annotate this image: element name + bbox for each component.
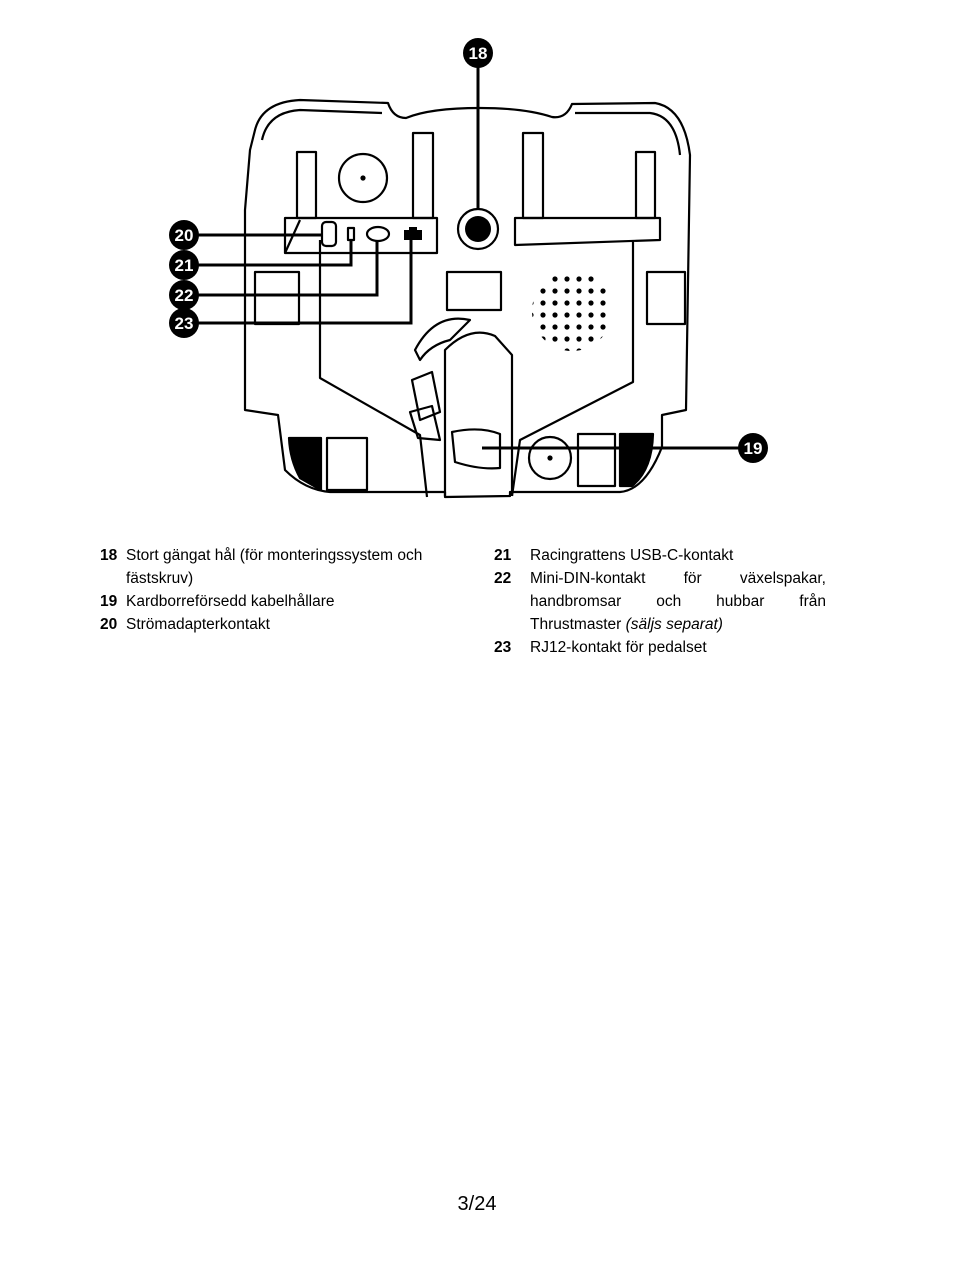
svg-text:18: 18 [469,44,488,63]
page-number: 3/24 [457,1193,497,1215]
callout-20: 20 [169,220,199,250]
callout-21: 21 [169,250,199,280]
legend-text: Strömadapterkontakt [126,616,270,633]
rj12-port [404,230,422,240]
legend-italic-note: (säljs separat) [625,616,723,633]
legend-text: Stort gängat hål (för monteringssystem o… [126,547,423,587]
legend-number: 20 [100,616,118,633]
legend-number: 23 [494,639,512,656]
svg-text:20: 20 [175,226,194,245]
legend-item-22: 22 Mini-DIN-kontakt för växelspakar, han… [494,567,826,636]
legend-right: 21 Racingrattens USB-C-kontakt 22 Mini-D… [494,544,826,659]
legend-item-23: 23 RJ12-kontakt för pedalset [494,636,826,659]
legend-number: 22 [494,570,512,587]
speaker-grille [532,271,612,351]
legend-text: RJ12-kontakt för pedalset [530,639,707,656]
legend-text: Kardborreförsedd kabelhållare [126,593,335,610]
legend-item-21: 21 Racingrattens USB-C-kontakt [494,544,826,567]
legend-text: Racingrattens USB-C-kontakt [530,547,734,564]
product-diagram: 18 19 20 21 22 23 [169,38,768,499]
device-body [243,98,692,499]
svg-text:21: 21 [175,256,194,275]
legend-number: 21 [494,547,512,564]
legend-item-19: 19 Kardborreförsedd kabelhållare [100,590,445,613]
legend-left: 18 Stort gängat hål (för monteringssyste… [100,544,445,636]
svg-text:19: 19 [744,439,763,458]
legend-number: 19 [100,593,118,610]
legend-text: Mini-DIN-kontakt för växelspakar, handbr… [530,570,826,633]
callout-23: 23 [169,308,199,338]
callout-22: 22 [169,280,199,310]
legend-item-18: 18 Stort gängat hål (för monteringssyste… [100,544,445,590]
callout-19: 19 [738,433,768,463]
svg-text:22: 22 [175,286,194,305]
legend-item-20: 20 Strömadapterkontakt [100,613,445,636]
callout-18: 18 [463,38,493,68]
svg-text:23: 23 [175,314,194,333]
legend-number: 18 [100,547,118,564]
